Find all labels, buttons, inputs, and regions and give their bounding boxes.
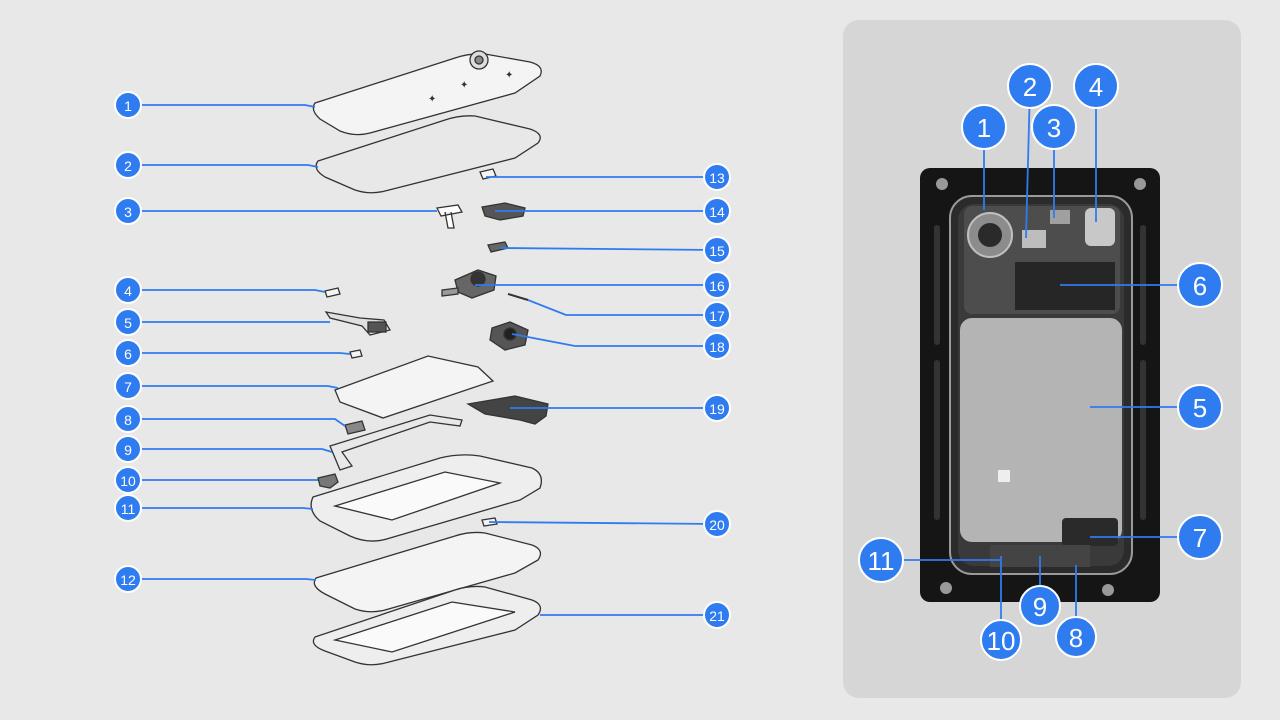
part-19 xyxy=(466,395,549,425)
callout-16 xyxy=(703,271,731,299)
callouts: 1234567891011121314151617181920211234567… xyxy=(114,63,1223,661)
callout-18 xyxy=(703,332,731,360)
callout-11 xyxy=(114,494,142,522)
photo-callout-4-label: 4 xyxy=(1089,72,1103,102)
callout-17 xyxy=(703,301,731,329)
callout-20-label: 20 xyxy=(709,517,725,533)
photo-callout-4 xyxy=(1073,63,1119,109)
part-battery xyxy=(334,355,495,419)
leader-left-11 xyxy=(128,507,314,510)
photo-callout-5-label: 5 xyxy=(1193,393,1207,423)
callout-12 xyxy=(114,565,142,593)
callout-15 xyxy=(703,236,731,264)
callout-15-label: 15 xyxy=(709,243,725,259)
photo-callout-2 xyxy=(1007,63,1053,109)
leader-photo-2 xyxy=(1025,85,1031,239)
photo-callout-6-label: 6 xyxy=(1193,271,1207,301)
photo-callout-7 xyxy=(1177,514,1223,560)
leader-right-18 xyxy=(511,333,717,347)
battery xyxy=(960,318,1122,542)
callout-8-label: 8 xyxy=(124,412,132,428)
callout-5-label: 5 xyxy=(124,315,132,331)
callout-5 xyxy=(114,308,142,336)
callout-14 xyxy=(703,197,731,225)
part-15 xyxy=(487,241,509,253)
callout-12-label: 12 xyxy=(120,572,136,588)
callout-10-label: 10 xyxy=(120,473,136,489)
phone-photo xyxy=(920,168,1160,602)
photo-callout-7-label: 7 xyxy=(1193,523,1207,553)
callout-21 xyxy=(703,601,731,629)
leader-left-9 xyxy=(128,448,333,453)
part-8 xyxy=(344,420,366,435)
photo-callout-3 xyxy=(1031,104,1077,150)
svg-text:✦: ✦ xyxy=(460,80,468,91)
leader-left-8 xyxy=(128,418,346,427)
photo-callout-8 xyxy=(1055,616,1097,658)
callout-19 xyxy=(703,394,731,422)
callout-1-label: 1 xyxy=(124,98,132,114)
callout-20 xyxy=(703,510,731,538)
callout-21-label: 21 xyxy=(709,608,725,624)
photo-callout-10-label: 10 xyxy=(987,626,1016,656)
callout-6 xyxy=(114,339,142,367)
part-screen-adhesive xyxy=(313,531,542,613)
photo-callout-1 xyxy=(961,104,1007,150)
part-4 xyxy=(324,287,341,298)
callout-19-label: 19 xyxy=(709,401,725,417)
photo-callout-11 xyxy=(858,537,904,583)
photo-callout-11-label: 11 xyxy=(868,546,895,576)
callout-13-label: 13 xyxy=(709,170,725,186)
callout-7 xyxy=(114,372,142,400)
leader-left-6 xyxy=(128,352,351,355)
svg-text:✦: ✦ xyxy=(428,94,436,105)
callout-17-label: 17 xyxy=(709,308,725,324)
leader-left-4 xyxy=(128,289,326,293)
leader-right-15 xyxy=(499,247,718,251)
part-adhesive xyxy=(315,115,541,194)
callout-6-label: 6 xyxy=(124,346,132,362)
callout-18-label: 18 xyxy=(709,339,725,355)
photo-callout-3-label: 3 xyxy=(1047,113,1061,143)
photo-callout-10 xyxy=(980,619,1022,661)
callout-7-label: 7 xyxy=(124,379,132,395)
callout-10 xyxy=(114,466,142,494)
callout-1 xyxy=(114,91,142,119)
exploded-parts: ✦ ✦ ✦ xyxy=(310,50,549,666)
leader-right-20 xyxy=(488,521,718,525)
callout-3-label: 3 xyxy=(124,204,132,220)
svg-text:✦: ✦ xyxy=(505,70,513,81)
callout-4-label: 4 xyxy=(124,283,132,299)
photo-callout-1-label: 1 xyxy=(977,113,991,143)
callout-11-label: 11 xyxy=(121,501,136,517)
callout-9 xyxy=(114,435,142,463)
part-3 xyxy=(436,204,464,229)
leader-left-1 xyxy=(128,104,316,108)
callout-14-label: 14 xyxy=(709,204,725,220)
leader-right-17 xyxy=(527,299,717,316)
callout-3 xyxy=(114,197,142,225)
leader-left-2 xyxy=(128,164,319,168)
photo-callout-8-label: 8 xyxy=(1069,623,1083,653)
part-9 xyxy=(329,414,463,471)
callout-16-label: 16 xyxy=(709,278,725,294)
callout-9-label: 9 xyxy=(124,442,132,458)
leader-left-7 xyxy=(128,385,339,389)
callout-8 xyxy=(114,405,142,433)
photo-callout-6 xyxy=(1177,262,1223,308)
callout-2 xyxy=(114,151,142,179)
part-17 xyxy=(507,293,529,301)
callout-4 xyxy=(114,276,142,304)
part-6 xyxy=(349,349,363,359)
photo-callout-5 xyxy=(1177,384,1223,430)
callout-2-label: 2 xyxy=(124,158,132,174)
leader-left-12 xyxy=(128,578,317,581)
photo-callout-9-label: 9 xyxy=(1033,592,1047,622)
part-10 xyxy=(317,473,339,489)
photo-callout-9 xyxy=(1019,585,1061,627)
callout-13 xyxy=(703,163,731,191)
photo-callout-2-label: 2 xyxy=(1023,72,1037,102)
